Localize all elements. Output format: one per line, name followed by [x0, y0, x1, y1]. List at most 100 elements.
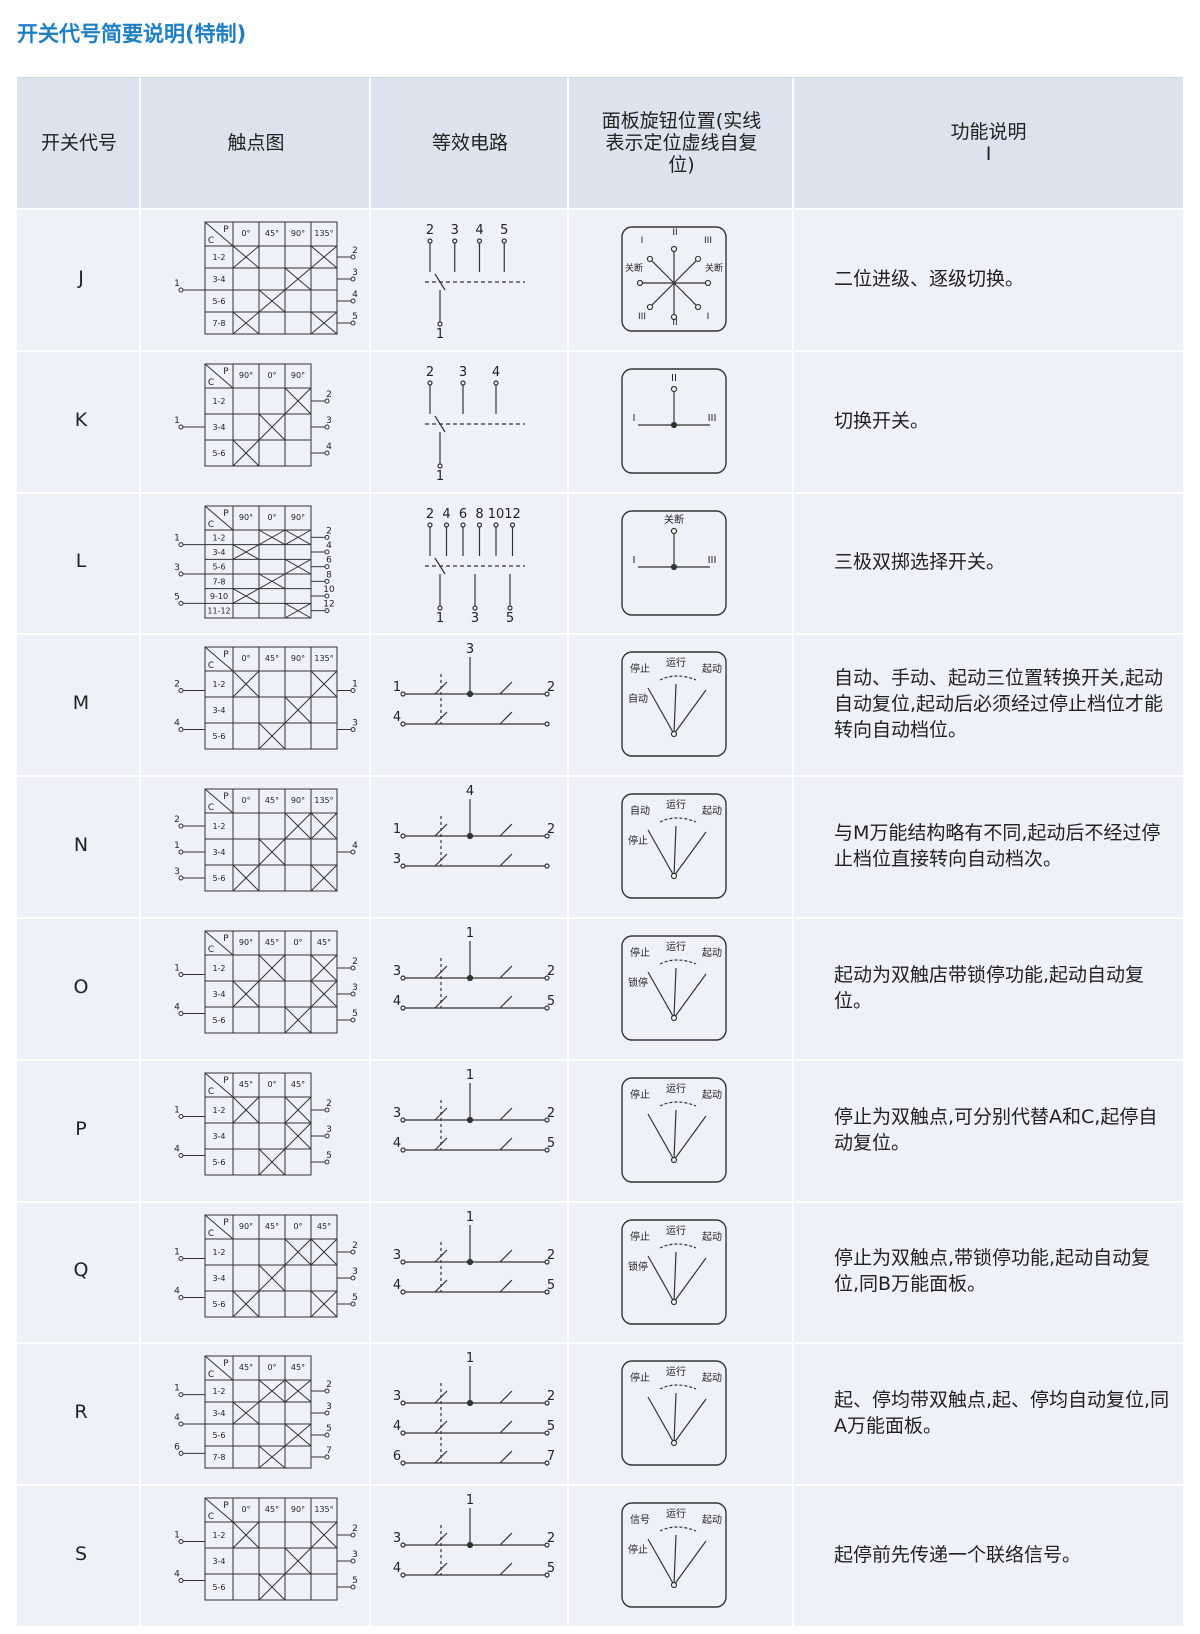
- header-code: 开关代号: [40, 132, 117, 154]
- contact-angle-label: 135°: [314, 1505, 333, 1514]
- contact-terminal-label: 1: [174, 1531, 180, 1541]
- contact-angle-label: 45°: [291, 1080, 305, 1089]
- contact-terminal-label: 2: [326, 390, 332, 400]
- function-description: 停止为双触点,可分别代替A和C,起停自动复位。: [834, 1105, 1158, 1154]
- knob-position-label: 自动: [628, 692, 648, 705]
- function-description: 起停前先传递一个联络信号。: [834, 1544, 1082, 1567]
- contact-angle-label: 135°: [314, 229, 333, 238]
- knob-position-label: 信号: [630, 1514, 650, 1526]
- header-knob: 面板旋钮位置(实线表示定位虚线自复位): [601, 110, 762, 176]
- contact-terminal-label: 1: [174, 1105, 180, 1115]
- column-divider: [567, 78, 569, 1626]
- header-circuit: 等效电路: [431, 132, 508, 154]
- page-title: 开关代号简要说明(特制): [17, 22, 247, 46]
- contact-row-label: 3-4: [212, 1274, 225, 1283]
- contact-angle-label: 135°: [314, 654, 333, 663]
- circuit-terminal-label: 1: [466, 926, 474, 941]
- contact-p-label: P: [223, 509, 229, 519]
- contact-row-label: 7-8: [212, 1453, 225, 1462]
- contact-terminal-label: 5: [326, 1424, 332, 1434]
- contact-angle-label: 45°: [265, 654, 279, 663]
- circuit-terminal-label: 7: [547, 1449, 555, 1464]
- knob-position-label: II: [672, 318, 677, 328]
- circuit-terminal-label: 4: [393, 1278, 401, 1293]
- contact-terminal-label: 3: [352, 1550, 358, 1560]
- contact-row-label: 9-10: [210, 592, 228, 601]
- contact-angle-label: 0°: [267, 513, 276, 522]
- function-description: 二位进级、逐级切换。: [834, 267, 1025, 290]
- circuit-terminal-label: 5: [547, 1278, 555, 1293]
- contact-terminal-label: 1: [174, 1247, 180, 1257]
- knob-position-label: 运行: [666, 940, 686, 953]
- circuit-terminal-label: 5: [547, 994, 555, 1009]
- contact-row-label: 5-6: [212, 732, 225, 741]
- contact-terminal-label: 3: [352, 1267, 358, 1277]
- knob-position-label: 停止: [630, 1088, 650, 1101]
- contact-angle-label: 45°: [239, 1363, 253, 1372]
- contact-row-label: 3-4: [212, 848, 225, 857]
- contact-terminal-label: 5: [352, 1576, 358, 1586]
- contact-terminal-label: 4: [174, 719, 180, 729]
- contact-angle-label: 45°: [265, 1505, 279, 1514]
- contact-c-label: C: [208, 803, 214, 813]
- circuit-terminal-label: 4: [393, 1136, 401, 1151]
- contact-angle-label: 45°: [265, 938, 279, 947]
- circuit-terminal-label: 6: [393, 1449, 401, 1464]
- circuit-terminal-label: 5: [547, 1419, 555, 1434]
- circuit-terminal-label: 2: [547, 822, 555, 837]
- contact-terminal-label: 7: [326, 1446, 332, 1456]
- circuit-terminal-label: 1: [436, 611, 444, 626]
- contact-p-label: P: [223, 225, 229, 235]
- contact-terminal-label: 3: [326, 416, 332, 426]
- contact-angle-label: 0°: [293, 1222, 302, 1231]
- function-description: 与M万能结构略有不同,起动后不经过停止档位直接转向自动档次。: [834, 822, 1161, 871]
- contact-row-label: 11-12: [207, 606, 230, 615]
- knob-diagram: IIIIII关断关断IIIIII: [621, 226, 727, 332]
- contact-row-label: 1-2: [212, 680, 225, 689]
- function-description: 自动、手动、起动三位置转换开关,起动自动复位,起动后必须经过停止档位才能转向自动…: [834, 667, 1164, 742]
- contact-terminal-label: 5: [352, 1009, 358, 1019]
- contact-terminal-label: 2: [352, 1524, 358, 1534]
- contact-terminal-label: 4: [174, 1570, 180, 1580]
- contact-c-label: C: [208, 1512, 214, 1522]
- contact-angle-label: 90°: [291, 371, 305, 380]
- switch-code: J: [78, 266, 84, 289]
- contact-terminal-label: 1: [174, 1384, 180, 1394]
- circuit-terminal-label: 2: [426, 223, 434, 238]
- contact-angle-label: 45°: [317, 1222, 331, 1231]
- switch-code: L: [75, 550, 87, 573]
- contact-row-label: 1-2: [212, 1531, 225, 1540]
- contact-angle-label: 90°: [291, 229, 305, 238]
- contact-angle-label: 0°: [267, 1080, 276, 1089]
- contact-angle-label: 45°: [265, 1222, 279, 1231]
- contact-angle-label: 0°: [241, 796, 250, 805]
- circuit-terminal-label: 4: [442, 507, 450, 522]
- circuit-terminal-label: 5: [500, 223, 508, 238]
- circuit-terminal-label: 1: [436, 327, 444, 342]
- contact-terminal-label: 3: [174, 867, 180, 877]
- contact-row-label: 1-2: [212, 253, 225, 262]
- contact-terminal-label: 1: [174, 841, 180, 851]
- contact-terminal-label: 2: [352, 1241, 358, 1251]
- contact-terminal-label: 3: [326, 1125, 332, 1135]
- contact-row-label: 1-2: [212, 397, 225, 406]
- contact-row-label: 5-6: [212, 449, 225, 458]
- contact-row-label: 5-6: [212, 1016, 225, 1025]
- row-divider: [17, 349, 1183, 352]
- contact-angle-label: 90°: [239, 1222, 253, 1231]
- contact-row-label: 3-4: [212, 423, 225, 432]
- switch-code: O: [73, 975, 89, 998]
- contact-c-label: C: [208, 945, 214, 955]
- contact-angle-label: 0°: [267, 371, 276, 380]
- contact-row-label: 7-8: [212, 577, 225, 586]
- knob-position-label: 运行: [666, 1507, 686, 1520]
- contact-row-label: 3-4: [212, 706, 225, 715]
